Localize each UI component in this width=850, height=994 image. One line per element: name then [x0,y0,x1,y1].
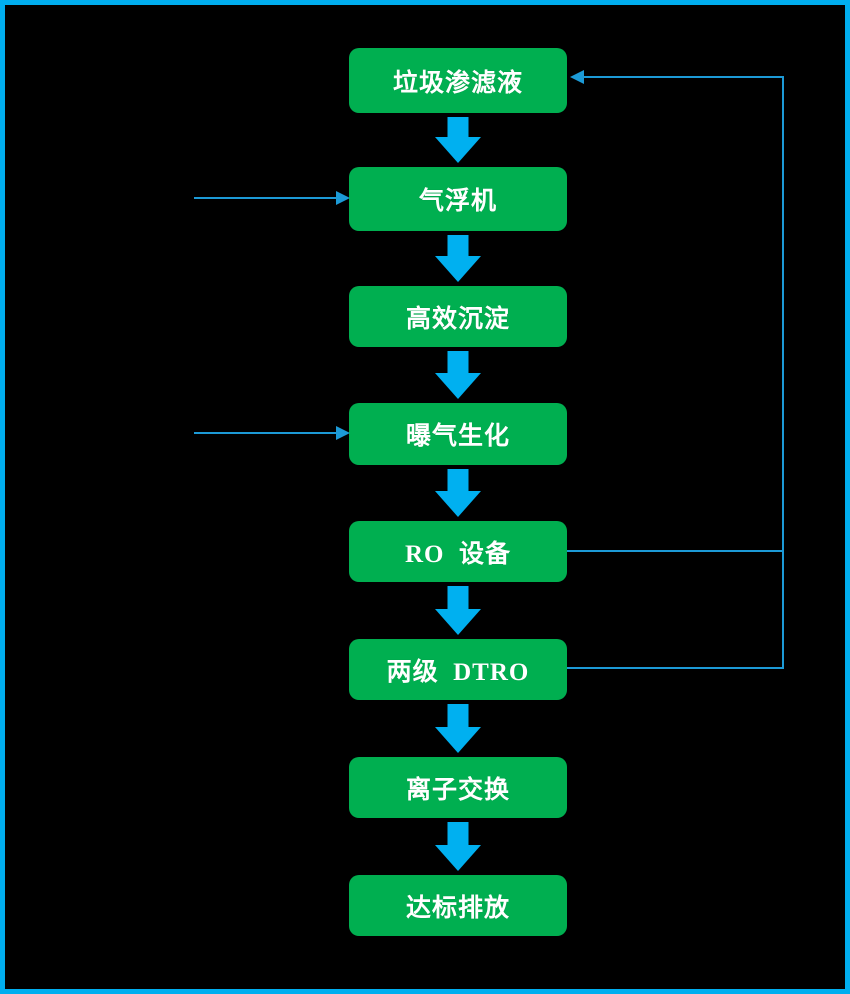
input-arrow-flotation-head-icon [336,191,350,205]
input-arrow-aeration-head-icon [336,426,350,440]
recycle-line-top-horizontal [584,76,784,78]
node-ro-label: RO 设备 [404,540,511,568]
node-discharge-label: 达标排放 [405,894,510,922]
node-aeration-label: 曝气生化 [405,423,510,450]
flow-arrow-leachate-to-flotation [435,117,481,163]
node-sedimentation[interactable]: 高效沉淀 [349,286,567,347]
recycle-line-ro-horizontal [567,550,784,552]
node-leachate[interactable]: 垃圾渗滤液 [349,48,567,113]
flow-arrow-sedimentation-to-aeration [435,351,481,399]
flow-arrow-dtro-to-ion-exchange [435,704,481,753]
node-sedimentation-label: 高效沉淀 [405,305,510,333]
node-ion-exchange[interactable]: 离子交换 [349,757,567,818]
recycle-line-dtro-horizontal [567,667,784,669]
recycle-arrow-head-icon [570,70,584,84]
node-aeration[interactable]: 曝气生化 [349,403,567,465]
input-arrow-flotation-line [194,197,336,199]
node-discharge[interactable]: 达标排放 [349,875,567,936]
node-leachate-label: 垃圾渗滤液 [392,69,523,97]
node-flotation-label: 气浮机 [418,188,497,215]
node-dtro[interactable]: 两级 DTRO [349,639,567,700]
flow-arrow-aeration-to-ro [435,469,481,517]
recycle-line-vertical-riser [782,77,784,669]
flow-arrow-flotation-to-sedimentation [435,235,481,282]
flow-arrow-ion-exchange-to-discharge [435,822,481,871]
flow-arrow-ro-to-dtro [435,586,481,635]
input-arrow-aeration-line [194,432,336,434]
node-flotation[interactable]: 气浮机 [349,167,567,231]
node-ro[interactable]: RO 设备 [349,521,567,582]
node-dtro-label: 两级 DTRO [386,658,530,686]
node-ion-exchange-label: 离子交换 [405,776,510,804]
